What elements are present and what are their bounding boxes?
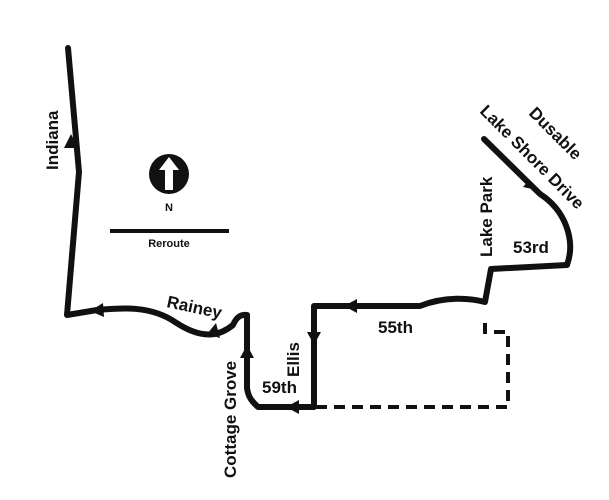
arrow-55th	[344, 299, 357, 313]
street-label-ellis: Ellis	[284, 342, 303, 377]
street-label-59th: 59th	[262, 378, 297, 397]
arrow-west	[90, 303, 104, 317]
arrow-indiana	[64, 134, 78, 148]
arrow-cottage-grove	[240, 345, 254, 358]
street-label-indiana: Indiana	[43, 110, 62, 170]
reroute-path	[64, 45, 574, 410]
arrow-59th	[286, 400, 299, 414]
street-label-53rd: 53rd	[513, 238, 549, 257]
compass-label: N	[165, 202, 173, 214]
street-label-55th: 55th	[378, 318, 413, 337]
arrow-rainey	[207, 323, 220, 338]
street-label-cottage-grove: Cottage Grove	[221, 361, 240, 478]
street-label-lake-park: Lake Park	[477, 176, 496, 257]
original-route-dashed	[314, 323, 510, 409]
arrow-ellis	[307, 332, 321, 345]
legend-label: Reroute	[148, 238, 190, 250]
arrow-lake-shore-drive	[523, 180, 537, 190]
north-arrow-icon	[149, 154, 189, 194]
